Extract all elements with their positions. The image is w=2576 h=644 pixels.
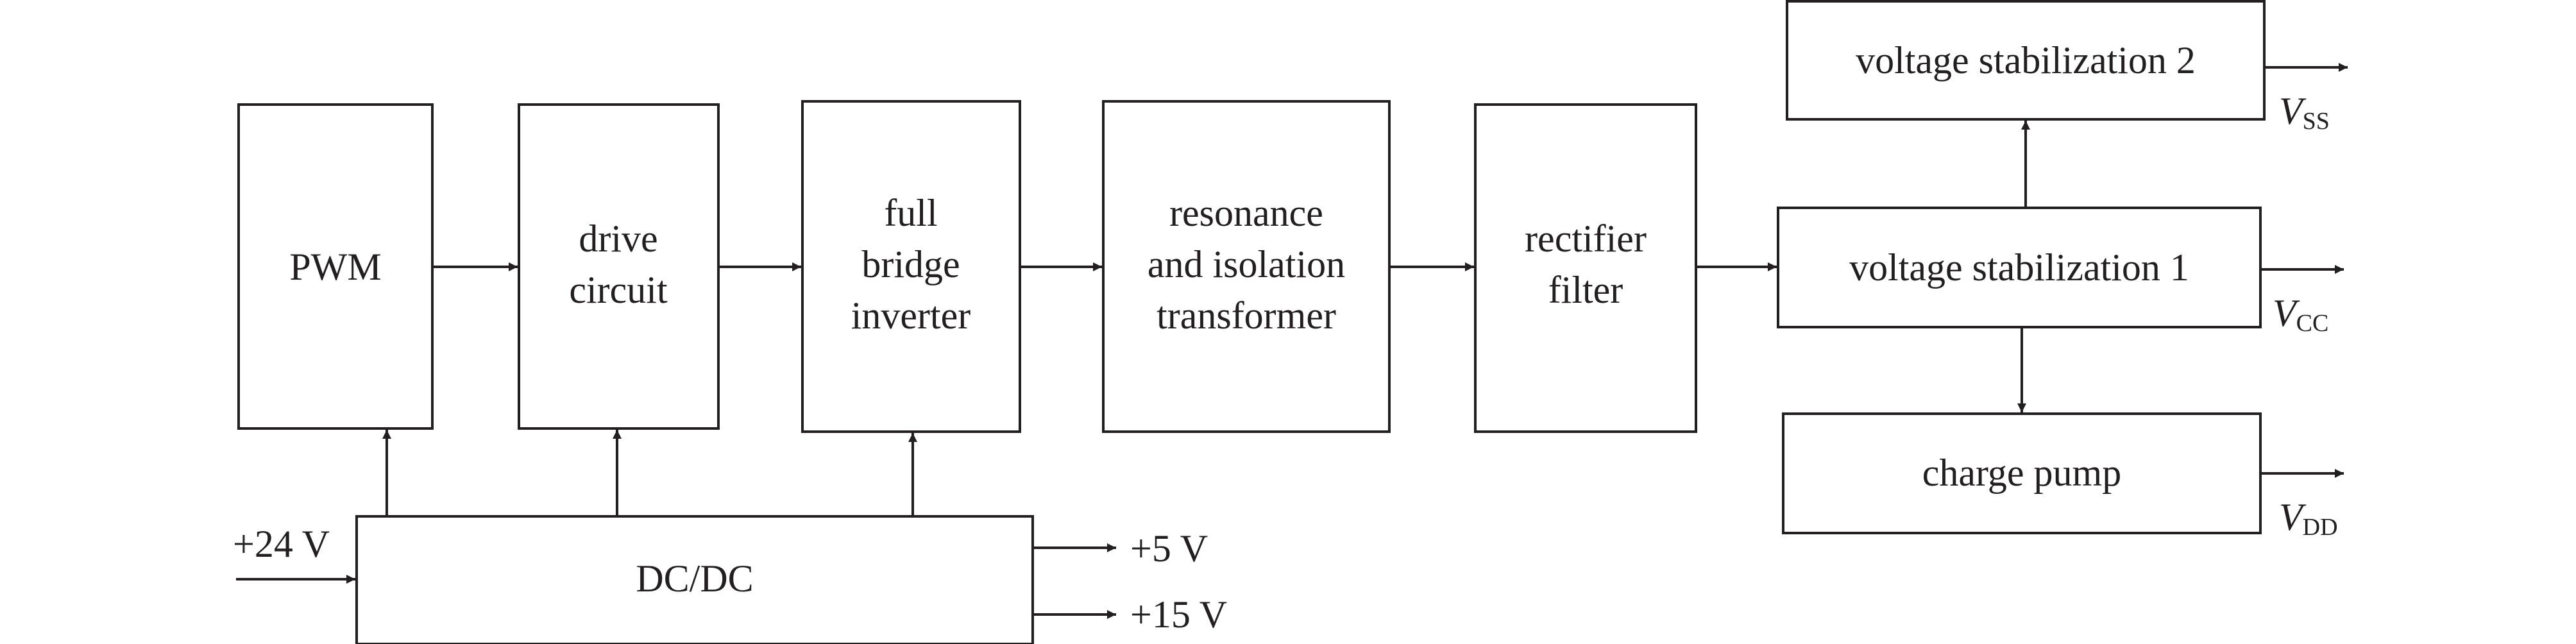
voltage-stabilization-2-block: voltage stabilization 2 <box>1786 0 2266 121</box>
resonance-label-line3: transformer <box>1157 294 1336 337</box>
rectifier-label-line1: rectifier <box>1525 217 1647 260</box>
vs2-label: voltage stabilization 2 <box>1856 39 2196 81</box>
vs1-label: voltage stabilization 1 <box>1849 246 2189 289</box>
output-5v-label: +5 V <box>1130 527 1208 570</box>
dcdc-block: DC/DC <box>355 515 1034 644</box>
dcdc-label: DC/DC <box>636 557 753 600</box>
vdd-symbol: V <box>2279 496 2307 538</box>
vss-subscript: SS <box>2303 108 2330 135</box>
full-bridge-label-line3: inverter <box>851 294 971 337</box>
input-24v-label: +24 V <box>233 523 330 565</box>
vcc-subscript: CC <box>2296 310 2329 337</box>
pwm-label: PWM <box>289 246 381 288</box>
full-bridge-inverter-block: full bridge inverter <box>801 100 1021 433</box>
full-bridge-label-line2: bridge <box>861 243 960 285</box>
vss-label: VSS <box>2279 90 2330 135</box>
resonance-transformer-block: resonance and isolation transformer <box>1102 100 1391 433</box>
vdd-subscript: DD <box>2303 514 2338 541</box>
voltage-stabilization-1-block: voltage stabilization 1 <box>1777 207 2262 328</box>
charge-pump-block: charge pump <box>1782 412 2262 534</box>
rectifier-filter-block: rectifier filter <box>1474 103 1697 433</box>
vcc-symbol: V <box>2273 292 2300 334</box>
drive-circuit-label-line1: drive <box>579 217 657 260</box>
full-bridge-label-line1: full <box>884 192 937 234</box>
resonance-label-line2: and isolation <box>1148 243 1345 285</box>
rectifier-label-line2: filter <box>1548 269 1623 311</box>
pwm-block: PWM <box>237 103 434 430</box>
drive-circuit-label-line2: circuit <box>569 269 668 311</box>
vcc-label: VCC <box>2273 292 2328 337</box>
vdd-label: VDD <box>2279 496 2338 541</box>
drive-circuit-block: drive circuit <box>518 103 720 430</box>
output-15v-label: +15 V <box>1130 593 1227 636</box>
resonance-label-line1: resonance <box>1169 192 1323 234</box>
charge-pump-label: charge pump <box>1922 452 2121 494</box>
vss-symbol: V <box>2279 90 2307 132</box>
